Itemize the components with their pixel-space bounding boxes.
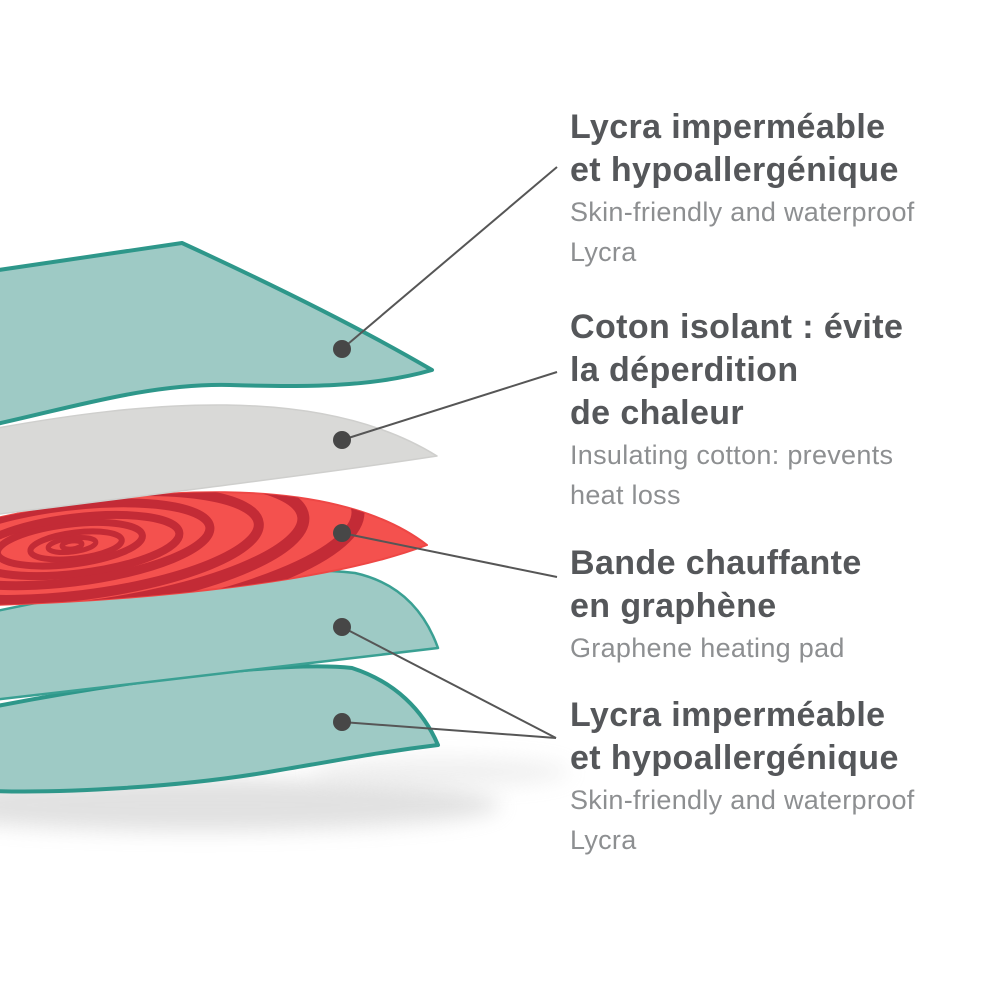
label-subtitle-line: Skin-friendly and waterproof — [570, 197, 915, 227]
label-lycra-bottom: Lycra imperméable et hypoallergénique Sk… — [570, 694, 990, 860]
label-title-line: Lycra imperméable — [570, 696, 886, 734]
label-subtitle-line: Lycra — [570, 825, 637, 855]
connector-dots — [333, 340, 351, 731]
label-graphene: Bande chauffante en graphène Graphene he… — [570, 542, 990, 668]
label-title-line: Bande chauffante — [570, 544, 862, 582]
label-subtitle-line: Lycra — [570, 237, 637, 267]
leader-lines — [341, 166, 558, 739]
label-subtitle-line: Insulating cotton: prevents — [570, 440, 894, 470]
label-title-line: et hypoallergénique — [570, 739, 899, 777]
ground-shadow-right — [310, 757, 570, 787]
label-subtitle-line: heat loss — [570, 480, 681, 510]
label-title-line: la déperdition — [570, 351, 799, 389]
label-title-line: et hypoallergénique — [570, 151, 899, 189]
layer-cotton — [0, 404, 438, 515]
label-lycra-top: Lycra imperméable et hypoallergénique Sk… — [570, 106, 990, 272]
label-cotton: Coton isolant : évite la déperdition de … — [570, 306, 990, 515]
ground-shadow — [0, 779, 500, 831]
label-subtitle-line: Skin-friendly and waterproof — [570, 785, 915, 815]
layer-lycra-top — [0, 241, 434, 426]
label-title-line: Coton isolant : évite — [570, 308, 904, 346]
label-title-line: de chaleur — [570, 394, 745, 432]
label-title-line: en graphène — [570, 587, 777, 625]
label-subtitle-line: Graphene heating pad — [570, 633, 845, 663]
label-title-line: Lycra imperméable — [570, 108, 886, 146]
